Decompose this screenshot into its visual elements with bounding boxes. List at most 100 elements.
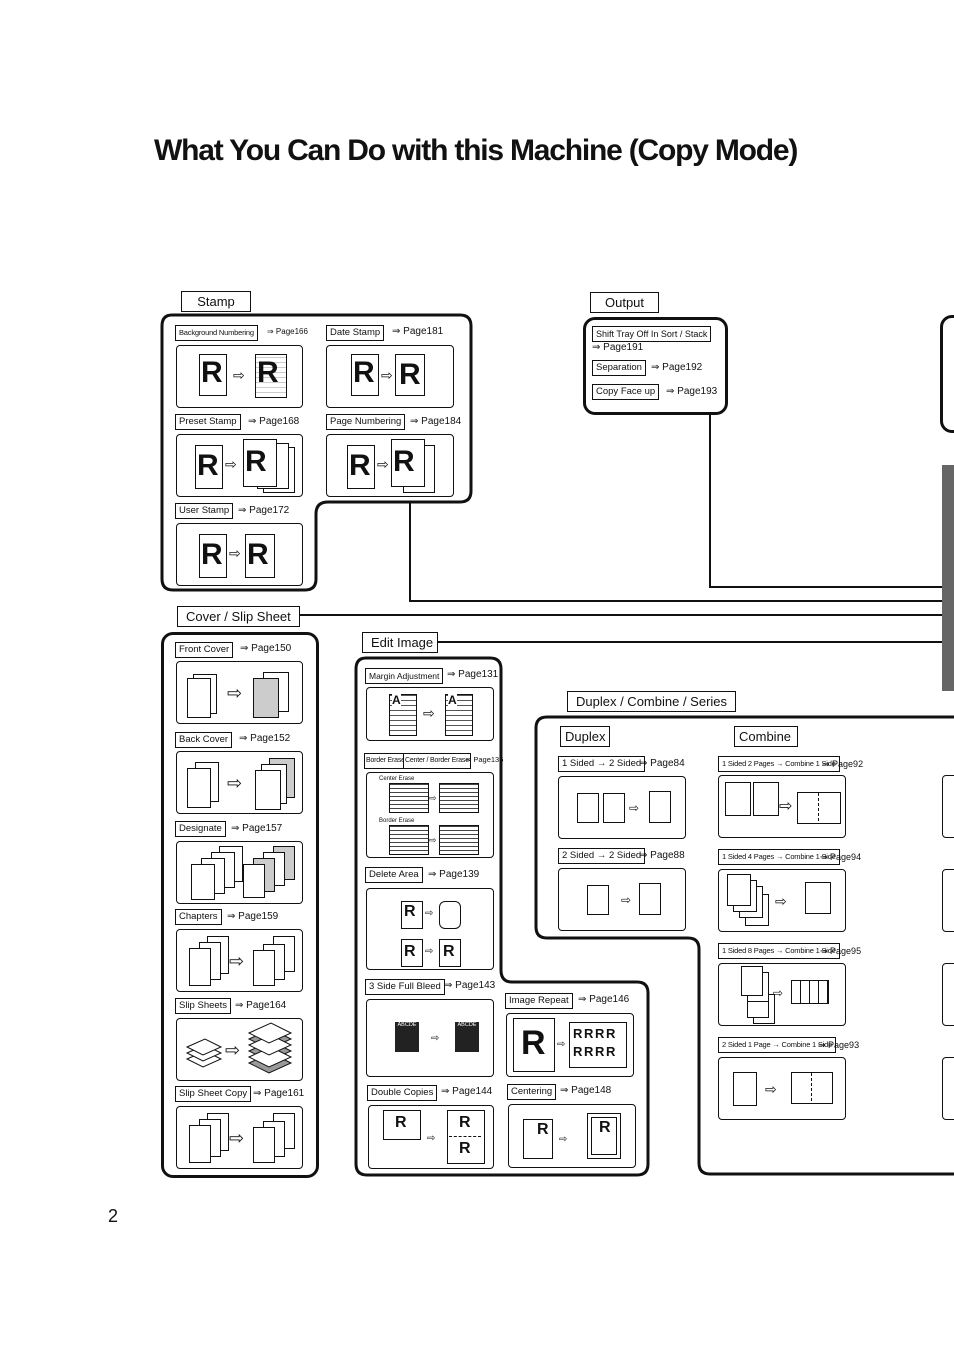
image-repeat-ref: ⇒ Page146	[578, 994, 630, 1005]
combine-header: Combine	[734, 726, 798, 747]
margin-adjustment-label: Margin Adjustment	[365, 668, 444, 684]
back-cover-ref: ⇒ Page152	[239, 733, 291, 744]
erase-illustration: Center Erase ⇨ Border Erase ⇨	[366, 772, 494, 858]
preset-stamp-illustration: R ⇨ R	[176, 434, 303, 497]
border-erase-ref: ⇒ Page136	[465, 755, 504, 764]
abcde-left: ABCDE	[395, 1022, 419, 1052]
margin-adjustment-ref: ⇒ Page131	[447, 669, 499, 680]
shift-tray-ref: ⇒ Page191	[592, 342, 644, 353]
designate-illustration	[176, 841, 303, 904]
page-title: What You Can Do with this Machine (Copy …	[154, 134, 798, 167]
border-erase-label: Border Erase	[364, 753, 407, 769]
right-partial-screen	[942, 465, 954, 691]
double-copies-label: Double Copies	[367, 1085, 438, 1101]
designate-label: Designate	[175, 821, 226, 837]
full-bleed-illustration: ABCDE ⇨ ABCDE	[366, 999, 494, 1077]
full-bleed-ref: ⇒ Page143	[444, 980, 496, 991]
connector-output-h	[709, 586, 954, 588]
combine-4p-illustration: ⇨	[718, 869, 846, 932]
delete-area-ref: ⇒ Page139	[428, 869, 480, 880]
centering-illustration: R ⇨ R	[508, 1104, 636, 1168]
slip-sheet-copy-illustration: ⇨	[176, 1106, 303, 1169]
duplex-combine-series-header: Duplex / Combine / Series	[567, 691, 737, 712]
series-partial-4	[942, 1057, 954, 1120]
background-numbering-ref: ⇒ Page166	[267, 327, 308, 336]
combine-2p-label: 1 Sided 2 Pages → Combine 1 Side	[718, 756, 840, 772]
front-cover-ref: ⇒ Page150	[240, 643, 292, 654]
center-erase-caption: Center Erase	[379, 776, 415, 782]
chapters-illustration: ⇨	[176, 929, 303, 992]
user-stamp-ref: ⇒ Page172	[238, 505, 290, 516]
combine-2s-ref: ⇒ Page93	[818, 1040, 860, 1050]
combine-4p-ref: ⇒ Page94	[820, 852, 862, 862]
background-numbering-illustration: R ⇨ R	[176, 345, 303, 408]
right-partial-group	[940, 315, 954, 433]
series-partial-3	[942, 963, 954, 1026]
centering-ref: ⇒ Page148	[560, 1085, 612, 1096]
duplex-1to2-ref: ⇒ Page84	[639, 758, 685, 769]
combine-2s-illustration: ⇨	[718, 1057, 846, 1120]
separation-ref: ⇒ Page192	[651, 362, 703, 373]
connector-stamp-h	[409, 600, 954, 602]
centering-label: Centering	[507, 1084, 557, 1100]
center-border-erase-label: Center / Border Erase	[403, 753, 471, 769]
separation-label: Separation	[592, 360, 646, 376]
stamp-header: Stamp	[181, 291, 251, 312]
page-number: 2	[108, 1206, 119, 1226]
designate-ref: ⇒ Page157	[231, 823, 283, 834]
page-numbering-label: Page Numbering	[326, 414, 406, 430]
slip-sheets-label: Slip Sheets	[175, 998, 232, 1014]
series-partial-1	[942, 775, 954, 838]
combine-2s-label: 2 Sided 1 Page → Combine 1 Side	[718, 1037, 837, 1053]
front-cover-label: Front Cover	[175, 642, 234, 658]
slip-sheet-copy-label: Slip Sheet Copy	[175, 1086, 252, 1102]
double-copies-ref: ⇒ Page144	[441, 1086, 493, 1097]
double-copies-illustration: R ⇨ R R	[368, 1105, 494, 1169]
date-stamp-ref: ⇒ Page181	[392, 326, 444, 337]
chapters-label: Chapters	[175, 909, 222, 925]
date-stamp-label: Date Stamp	[326, 325, 385, 341]
connector-edit	[438, 641, 954, 643]
image-repeat-label: Image Repeat	[505, 993, 573, 1009]
combine-8p-ref: ⇒ Page95	[820, 946, 862, 956]
duplex-header: Duplex	[560, 726, 611, 747]
duplex-2to2-label: 2 Sided → 2 Sided	[558, 848, 646, 864]
slip-sheets-ref: ⇒ Page164	[235, 1000, 287, 1011]
preset-stamp-label: Preset Stamp	[175, 414, 241, 430]
cover-header: Cover / Slip Sheet	[177, 606, 300, 627]
user-stamp-illustration: R ⇨ R	[176, 523, 303, 586]
connector-stamp-v	[409, 502, 411, 602]
combine-2p-ref: ⇒ Page92	[822, 759, 864, 769]
back-cover-label: Back Cover	[175, 732, 233, 748]
copy-face-up-ref: ⇒ Page193	[666, 386, 718, 397]
series-partial-2	[942, 869, 954, 932]
edit-image-header: Edit Image	[362, 632, 438, 653]
abcde-right: ABCDE	[455, 1022, 479, 1052]
margin-adjustment-illustration: A ⇨ A	[366, 687, 494, 741]
shift-tray-label: Shift Tray Off In Sort / Stack	[592, 326, 712, 342]
connector-cover	[287, 614, 954, 616]
page-numbering-illustration: R ⇨ R	[326, 434, 454, 497]
image-repeat-illustration: R ⇨ R R R R R R R R	[506, 1013, 634, 1077]
date-stamp-illustration: R ⇨ R	[326, 345, 454, 408]
delete-area-label: Delete Area	[365, 867, 423, 883]
back-cover-illustration: ⇨	[176, 751, 303, 814]
duplex-2to2-ref: ⇒ Page88	[639, 850, 685, 861]
duplex-1to2-illustration: ⇨	[558, 776, 686, 839]
combine-4p-label: 1 Sided 4 Pages → Combine 1 Side	[718, 849, 840, 865]
combine-8p-label: 1 Sided 8 Pages → Combine 1 Side	[718, 943, 840, 959]
delete-area-illustration: R ⇨ R ⇨ R	[366, 888, 494, 970]
front-cover-illustration: ⇨	[176, 661, 303, 724]
preset-stamp-ref: ⇒ Page168	[248, 416, 300, 427]
chapters-ref: ⇒ Page159	[227, 911, 279, 922]
connector-output-v	[709, 410, 711, 588]
copy-face-up-label: Copy Face up	[592, 384, 660, 400]
border-erase-caption: Border Erase	[379, 818, 415, 824]
page-numbering-ref: ⇒ Page184	[410, 416, 462, 427]
slip-sheets-illustration: ⇨	[176, 1018, 303, 1081]
duplex-2to2-illustration: ⇨	[558, 868, 686, 931]
full-bleed-label: 3 Side Full Bleed	[365, 979, 445, 995]
background-numbering-label: Background Numbering	[175, 325, 258, 341]
output-header: Output	[590, 292, 659, 313]
combine-2p-illustration: ⇨	[718, 775, 846, 838]
